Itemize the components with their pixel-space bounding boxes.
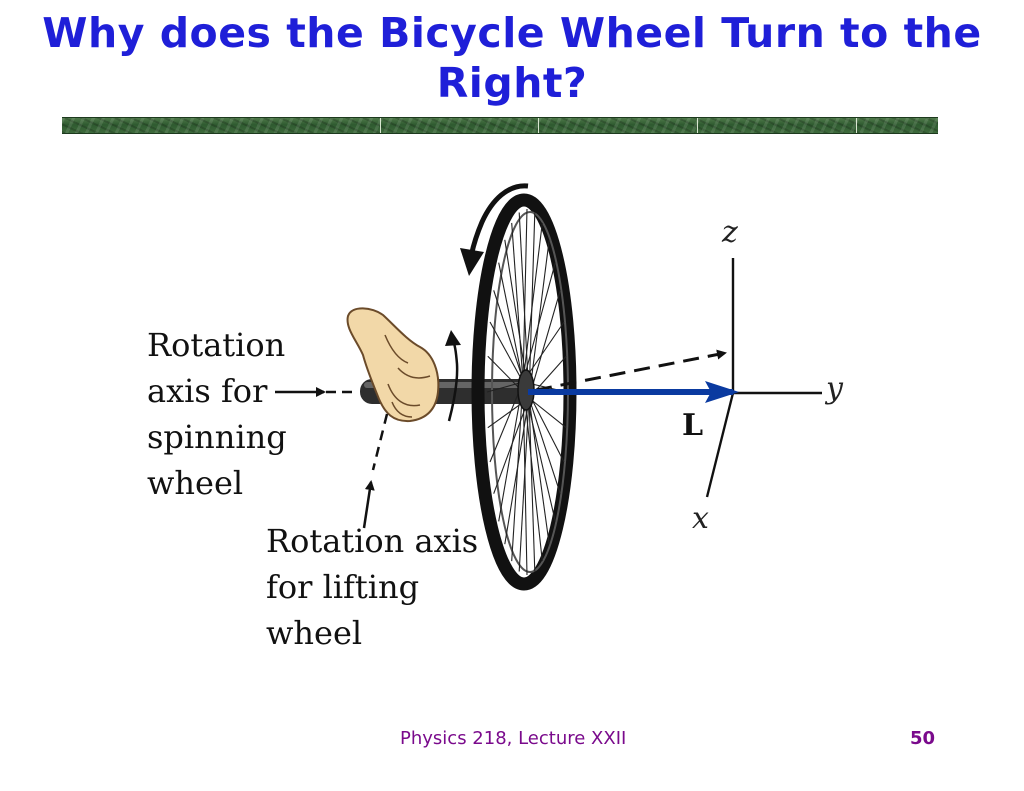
footer-course-label: Physics 218, Lecture XXII xyxy=(400,728,627,749)
wheel-spoke xyxy=(528,397,550,545)
wheel-spoke xyxy=(489,381,524,463)
wheel-spoke xyxy=(493,397,530,494)
wheel-spoke xyxy=(528,397,561,494)
lift-axis-dashed-line xyxy=(362,413,389,529)
x-axis-line xyxy=(705,392,735,498)
lift-axis-label-line: for lifting xyxy=(266,568,420,606)
coordinate-axes xyxy=(705,258,822,498)
wheel-spoke xyxy=(522,222,543,383)
angular-momentum-label: L xyxy=(682,408,704,443)
wheel-spoke xyxy=(528,397,567,429)
wheel-rotation-arrow xyxy=(460,183,529,276)
wheel-spoke xyxy=(522,208,528,383)
wheel-spoke xyxy=(498,262,524,383)
slide-title: Why does the Bicycle Wheel Turn to the R… xyxy=(42,9,982,107)
lift-axis-label-line: wheel xyxy=(266,614,363,652)
spin-axis-label-line: wheel xyxy=(147,464,244,502)
wheel-spoke xyxy=(504,397,530,545)
wheel-spoke xyxy=(489,321,524,383)
hand-icon xyxy=(346,307,440,423)
bicycle-wheel xyxy=(471,193,577,591)
lift-rotation-arrow xyxy=(445,330,461,422)
wheel-spoke xyxy=(528,290,561,399)
spin-axis-label: Rotation axis for spinning wheel xyxy=(147,322,287,506)
lift-axis-label-line: Rotation axis xyxy=(266,522,479,560)
z-axis-label: z xyxy=(722,215,738,250)
spin-axis-label-line: Rotation xyxy=(147,326,286,364)
wheel-spoke xyxy=(528,239,550,399)
lift-axis-label: Rotation axis for lifting wheel xyxy=(266,518,478,656)
spin-axis-label-line: spinning xyxy=(147,418,287,456)
wheel-spoke xyxy=(518,397,530,572)
wheel-spoke xyxy=(511,222,524,383)
wheel-spoke xyxy=(528,397,536,572)
y-axis-label: y xyxy=(826,371,843,406)
wheel-spoke xyxy=(522,262,556,383)
wheel-spoke xyxy=(486,381,524,393)
dashed-arrow-to-z xyxy=(535,349,727,392)
footer-page-number: 50 xyxy=(910,728,936,749)
x-axis-label: x xyxy=(692,501,709,536)
title-divider xyxy=(62,117,938,134)
spin-axis-label-line: axis for xyxy=(147,372,268,410)
